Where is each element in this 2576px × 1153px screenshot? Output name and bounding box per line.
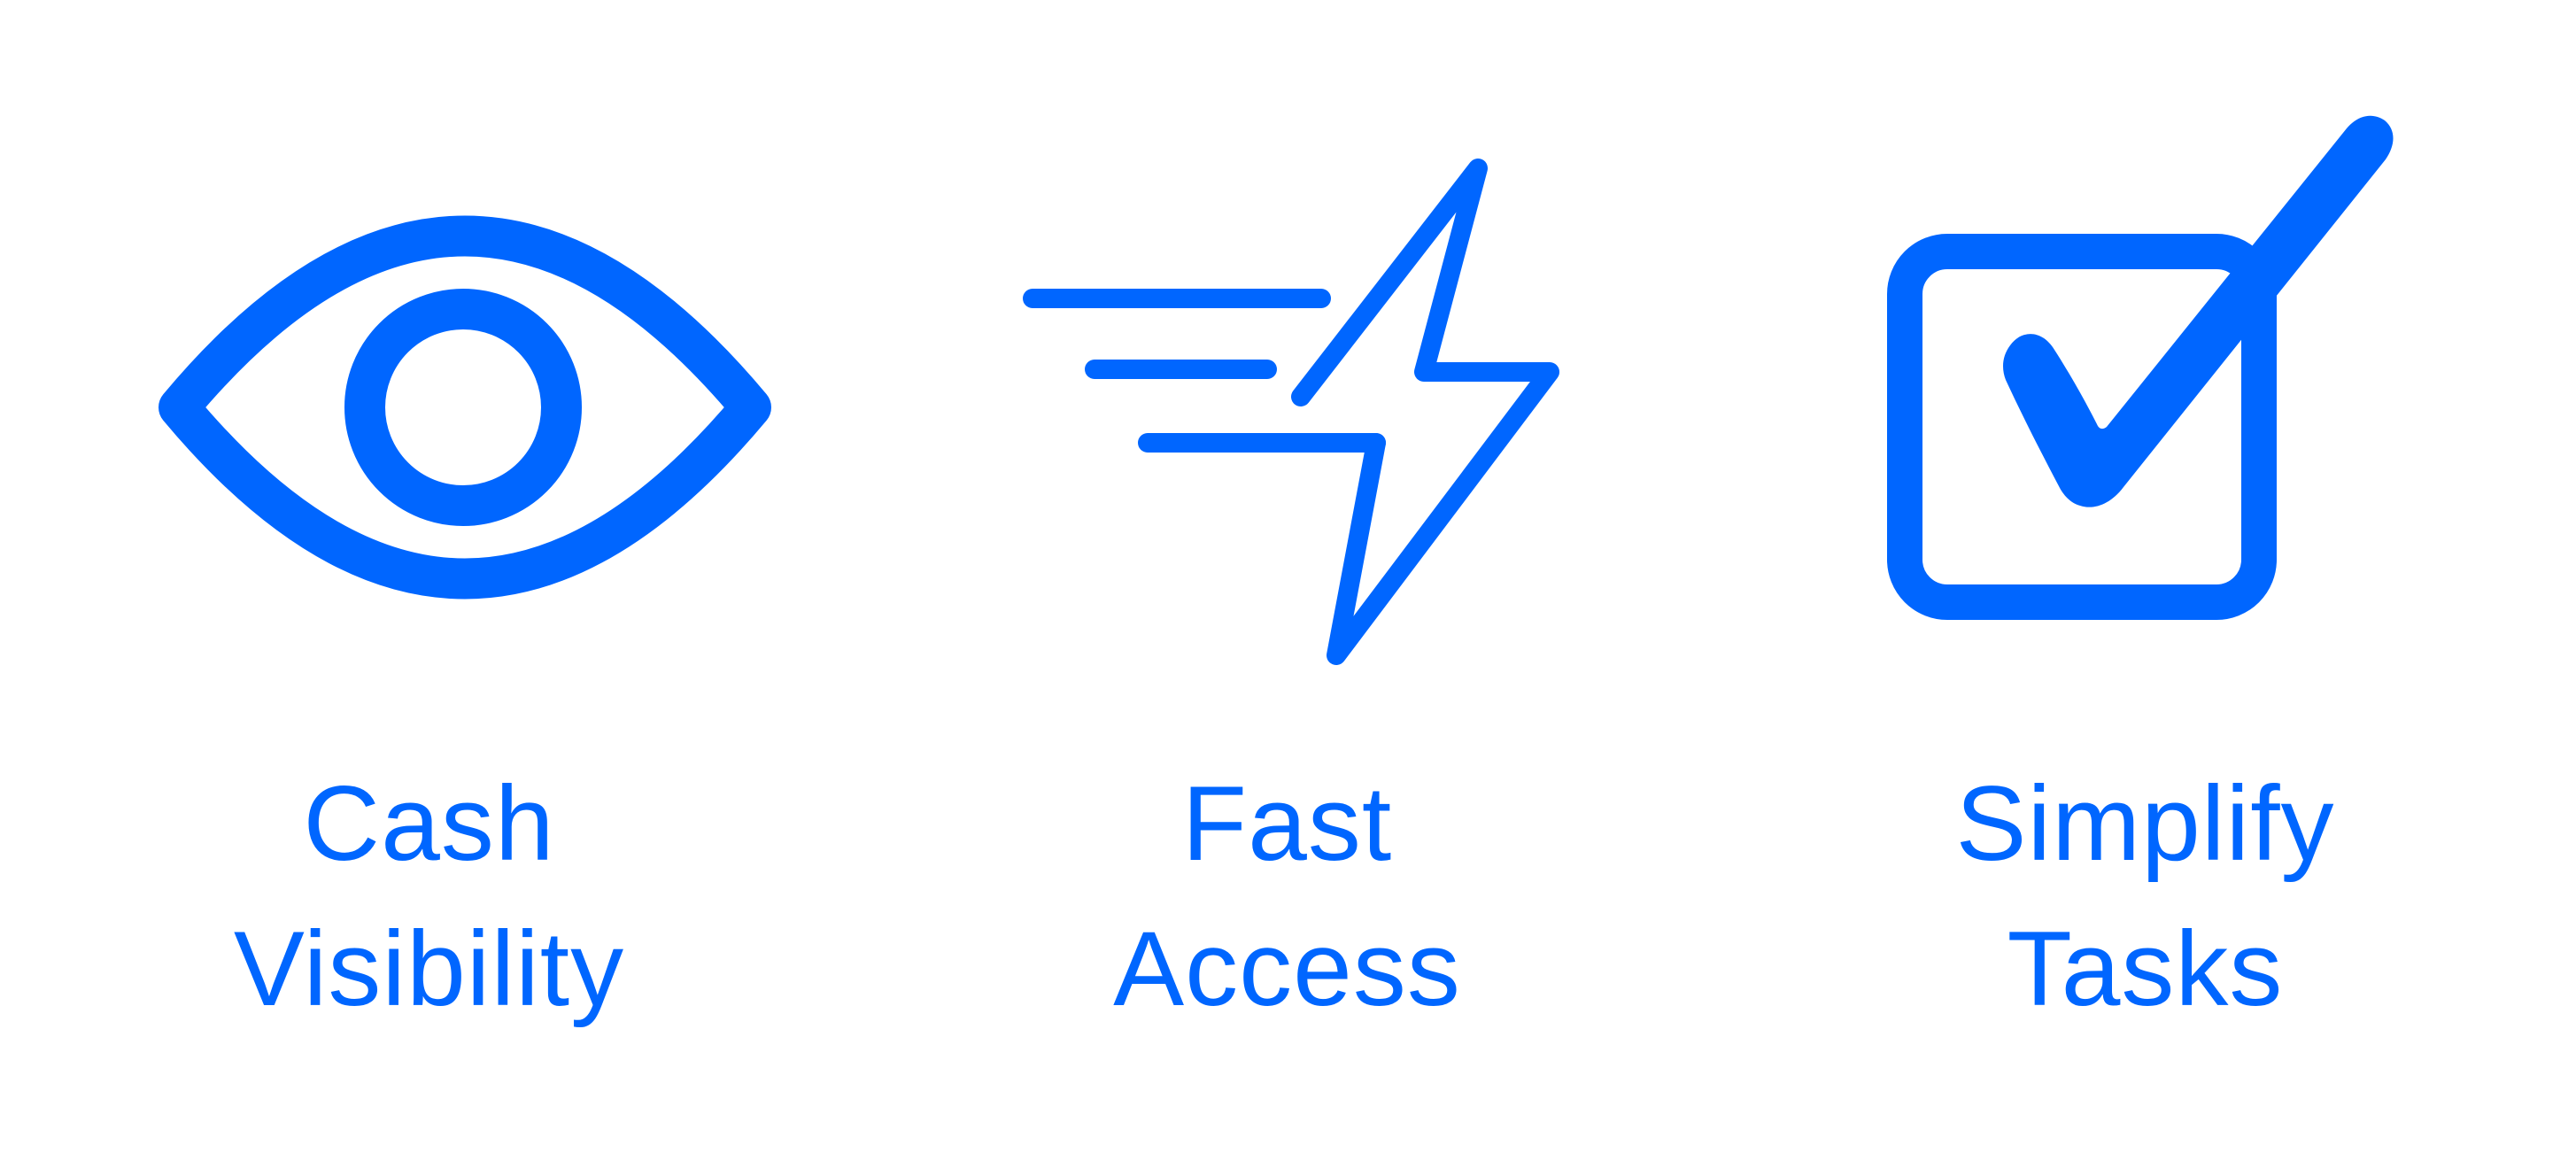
feature-label-line1: Simplify [1955, 764, 2335, 883]
eye-iris [344, 289, 582, 526]
feature-label-line2: Access [1113, 909, 1461, 1028]
feature-label: Simplify Tasks [1716, 751, 2574, 1041]
checkbox-checked-icon [1887, 115, 2394, 620]
feature-label-line2: Tasks [2007, 909, 2284, 1028]
feature-label-line1: Fast [1181, 764, 1393, 883]
feature-label: Fast Access [858, 751, 1716, 1041]
eye-icon-wrap [0, 133, 858, 691]
feature-label: Cash Visibility [0, 751, 858, 1041]
feature-fast-access: Fast Access [858, 0, 1716, 1153]
eye-icon [159, 215, 771, 600]
checkbox-checked-icon-wrap [1716, 115, 2574, 691]
lightning-bolt-icon-wrap [858, 133, 1716, 691]
checkmark [2003, 115, 2394, 507]
eye-outline [159, 215, 771, 600]
bolt-shape [1291, 159, 1559, 665]
feature-simplify-tasks: Simplify Tasks [1716, 0, 2574, 1153]
feature-cash-visibility: Cash Visibility [0, 0, 858, 1153]
feature-label-line1: Cash [303, 764, 555, 883]
lightning-bolt-icon [1023, 159, 1559, 665]
feature-label-line2: Visibility [233, 909, 625, 1028]
checkbox-frame [1887, 234, 2277, 620]
